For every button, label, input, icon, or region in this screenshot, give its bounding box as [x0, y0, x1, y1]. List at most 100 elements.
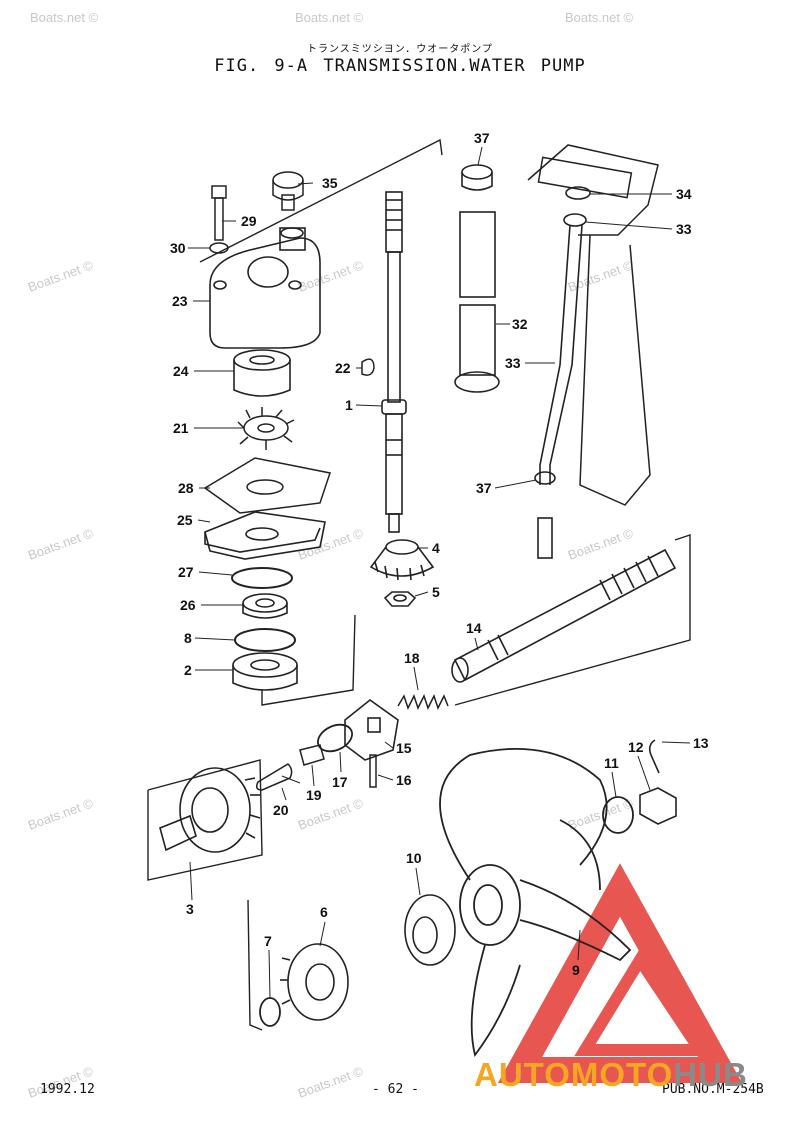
grommet-part — [565, 186, 591, 200]
figure-title: FIG. 9-A TRANSMISSION.WATER PUMP — [214, 56, 586, 76]
callout-1: 1 — [345, 397, 353, 413]
callout-4: 4 — [432, 540, 440, 556]
callout-5: 5 — [432, 584, 440, 600]
brand-part-2: HUB — [673, 1056, 748, 1093]
callout-32: 32 — [512, 316, 528, 332]
callout-29: 29 — [241, 213, 257, 229]
automotohub-brand: AUTOMOTOHUB — [474, 1056, 748, 1094]
callout-13: 13 — [693, 735, 709, 751]
woodruff-key-part — [361, 358, 375, 376]
callout-15: 15 — [396, 740, 412, 756]
callout-9: 9 — [572, 962, 580, 978]
o-ring-part — [231, 567, 293, 589]
callout-30: 30 — [170, 240, 186, 256]
callout-21: 21 — [173, 420, 189, 436]
pump-housing-part — [209, 227, 321, 349]
outer-plate-part — [204, 511, 326, 560]
callout-8: 8 — [184, 630, 192, 646]
grommet-part — [272, 171, 304, 211]
callout-33: 33 — [676, 221, 692, 237]
watermark-text: Boats.net © — [295, 10, 364, 25]
callout-24: 24 — [173, 363, 189, 379]
assembly-brackets — [147, 138, 691, 1031]
dog-clutch-part — [344, 698, 399, 761]
grommet-part — [563, 213, 587, 227]
callout-27: 27 — [178, 564, 194, 580]
forward-gear-part — [159, 767, 261, 853]
cotter-pin-part — [648, 739, 660, 774]
watermark-text: Boats.net © — [296, 1063, 366, 1101]
figure-title-japanese: トランスミツシヨン．ウオータポンプ — [307, 44, 493, 55]
callout-6: 6 — [320, 904, 328, 920]
clutch-spring-ring-part — [317, 723, 353, 753]
spring-part — [397, 694, 449, 710]
pinion-nut-part — [383, 591, 417, 607]
callout-7: 7 — [264, 933, 272, 949]
propeller-shaft-part — [451, 548, 677, 683]
callout-35: 35 — [322, 175, 338, 191]
callout-labels: 35 29 30 23 24 21 28 25 27 26 8 2 1 22 4… — [170, 130, 709, 978]
propeller-washer-part — [602, 796, 634, 834]
callout-3: 3 — [186, 901, 194, 917]
callout-20: 20 — [273, 802, 289, 818]
propeller-part — [439, 747, 632, 1058]
bearing-part — [232, 652, 298, 691]
pinion-gear-part — [369, 539, 435, 581]
callout-28: 28 — [178, 480, 194, 496]
retaining-ring-part — [234, 628, 296, 652]
callout-18: 18 — [404, 650, 420, 666]
watermark-text: Boats.net © — [565, 10, 634, 25]
driveshaft-part — [381, 191, 407, 533]
callout-19: 19 — [306, 787, 322, 803]
bolt-part — [211, 185, 227, 241]
footer-page-number: - 62 - — [372, 1082, 419, 1097]
callout-26: 26 — [180, 597, 196, 613]
callout-12: 12 — [628, 739, 644, 755]
watermark-text: Boats.net © — [26, 795, 96, 833]
automotohub-logo-icon — [497, 863, 743, 1083]
callout-11: 11 — [604, 755, 619, 771]
grommet-part — [534, 471, 556, 485]
impeller-part — [237, 407, 295, 450]
pump-insert-part — [233, 349, 291, 397]
lower-case-housing — [527, 144, 659, 506]
water-tube-part — [537, 224, 583, 559]
watermark-text: Boats.net © — [296, 257, 366, 295]
callout-10: 10 — [406, 850, 422, 866]
watermark-text: Boats.net © — [566, 525, 636, 563]
callout-14: 14 — [466, 620, 482, 636]
callout-34: 34 — [676, 186, 692, 202]
water-tube-guide-part — [454, 211, 500, 393]
shim-ring-part — [259, 997, 281, 1027]
watermark-text: Boats.net © — [30, 10, 99, 25]
slider-part — [299, 744, 325, 766]
brand-part-1: AUTOMOTO — [474, 1056, 674, 1093]
callout-37: 37 — [476, 480, 492, 496]
oil-seal-part — [242, 593, 288, 619]
callout-22: 22 — [335, 360, 351, 376]
watermark-text: Boats.net © — [26, 257, 96, 295]
watermark-layer: Boats.net © Boats.net © Boats.net © Boat… — [26, 10, 636, 1101]
watermark-text: Boats.net © — [566, 795, 636, 833]
reverse-gear-part — [280, 943, 349, 1021]
gasket-part — [203, 457, 331, 514]
callout-37: 37 — [474, 130, 490, 146]
cross-pin-part — [369, 754, 377, 788]
grommet-part — [461, 164, 493, 191]
callout-23: 23 — [172, 293, 188, 309]
watermark-text: Boats.net © — [26, 525, 96, 563]
footer-publication-number: PUB.NO.M-254B — [662, 1082, 764, 1097]
propeller-nut-part — [639, 787, 677, 825]
callout-2: 2 — [184, 662, 192, 678]
washer-part — [209, 242, 229, 254]
footer-date: 1992.12 — [40, 1082, 95, 1097]
callout-16: 16 — [396, 772, 412, 788]
leader-lines — [188, 146, 691, 999]
plunger-part — [255, 763, 293, 791]
thrust-holder-part — [404, 894, 456, 966]
watermark-text: Boats.net © — [566, 257, 636, 295]
callout-25: 25 — [177, 512, 193, 528]
callout-33: 33 — [505, 355, 521, 371]
callout-17: 17 — [332, 774, 348, 790]
